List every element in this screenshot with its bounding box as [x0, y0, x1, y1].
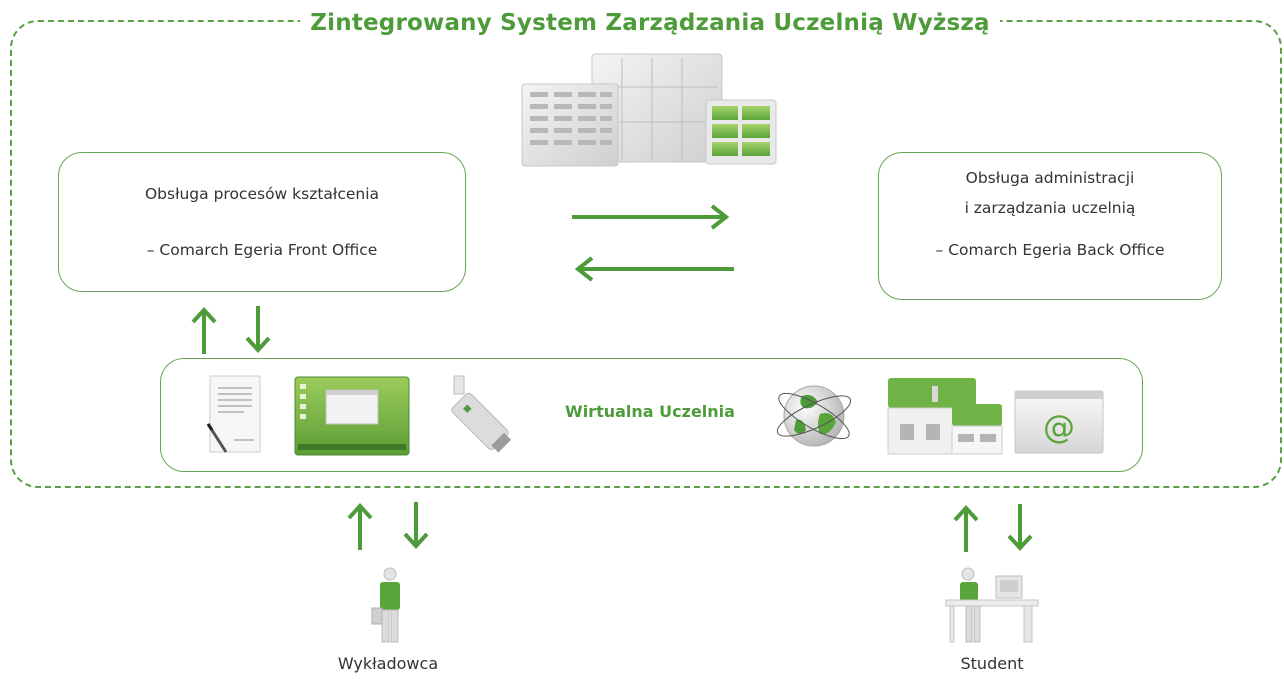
back-office-box: Obsługa administracji i zarządzania ucze…: [878, 152, 1222, 300]
lecturer-label: Wykładowca: [337, 654, 439, 673]
virtual-university-label: Wirtualna Uczelnia: [565, 402, 735, 421]
usb-drive-icon: [451, 375, 512, 453]
desktop-window-icon: [294, 376, 410, 456]
arrow-right-icon: [572, 204, 730, 230]
arrow-down-icon: [245, 306, 271, 353]
lecturer-arrow-up-icon: [347, 503, 373, 550]
lecturer-figure-icon: [371, 567, 400, 643]
diagram-title: Zintegrowany System Zarządzania Uczelnią…: [310, 10, 990, 36]
student-label: Student: [960, 654, 1024, 673]
at-symbol: @: [1043, 408, 1075, 446]
globe-icon: [776, 385, 852, 447]
arrow-up-icon: [191, 307, 217, 354]
student-desk-icon: [945, 567, 1039, 643]
title-mask: [300, 6, 1000, 40]
back-office-line1: Obsługa administracji: [965, 169, 1135, 187]
server-buildings-icon: [521, 53, 777, 167]
arrow-left-icon: [574, 256, 734, 282]
back-office-line2: i zarządzania uczelnią: [964, 199, 1136, 217]
document-pen-icon: [206, 375, 261, 453]
front-office-line1: Obsługa procesów kształcenia: [144, 185, 380, 203]
lecturer-arrow-down-icon: [403, 502, 429, 549]
back-office-line3: – Comarch Egeria Back Office: [935, 241, 1165, 259]
student-arrow-down-icon: [1007, 504, 1033, 551]
front-office-line2: – Comarch Egeria Front Office: [146, 241, 378, 259]
houses-icon: [887, 378, 1003, 455]
front-office-box: Obsługa procesów kształcenia – Comarch E…: [58, 152, 466, 292]
student-arrow-up-icon: [953, 505, 979, 552]
email-at-icon: @: [1014, 390, 1104, 454]
